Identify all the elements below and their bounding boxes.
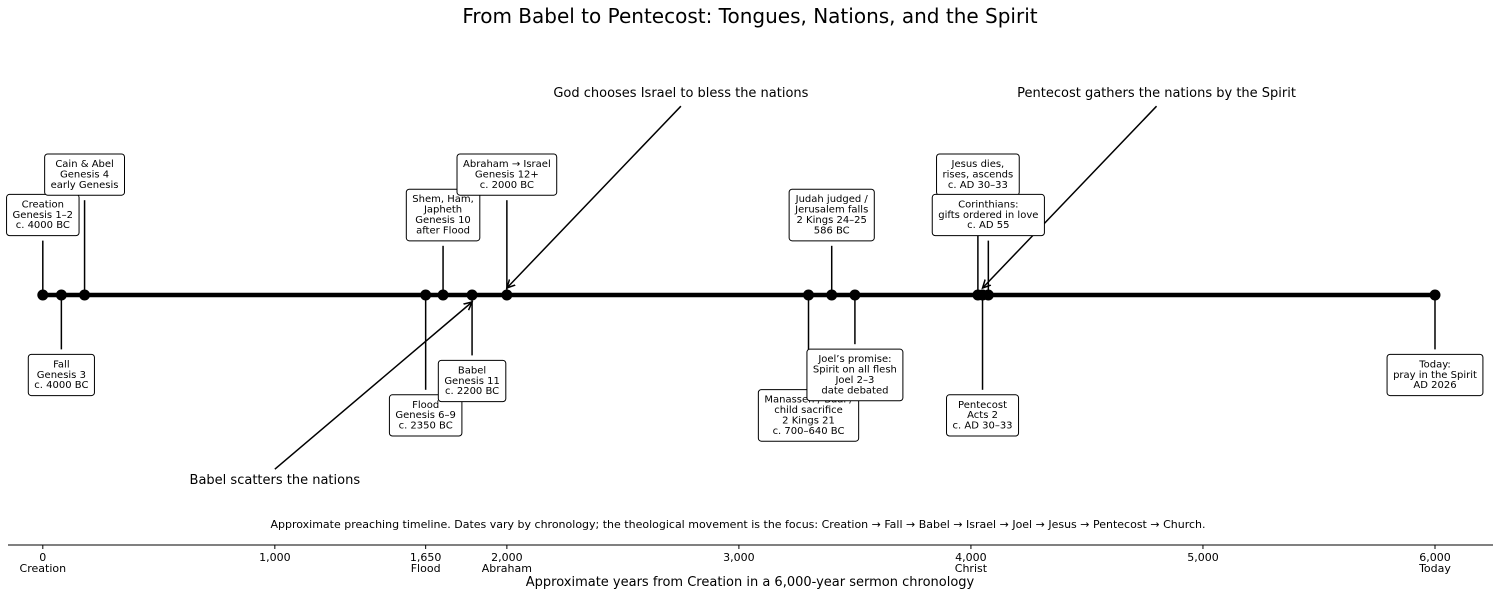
event-label-box — [806, 348, 904, 402]
annotation-texts: Babel scatters the nations God chooses Is… — [190, 86, 1296, 488]
event-marker — [37, 289, 49, 301]
x-tick-label: 1,650 — [410, 551, 442, 564]
event-label-box — [788, 188, 875, 242]
event-marker — [466, 289, 478, 301]
x-tick-label: 2,000 — [491, 551, 523, 564]
x-tick-label: 3,000 — [723, 551, 755, 564]
event-label-box — [946, 394, 1020, 437]
event-marker — [1429, 289, 1441, 301]
annotation-arrow — [983, 105, 1158, 288]
x-tick-sublabel: Abraham — [482, 562, 532, 575]
x-tick-label: 6,000 — [1419, 551, 1451, 564]
x-tick-sublabel: Flood — [411, 562, 441, 575]
event-label-box — [437, 359, 507, 403]
event-marker — [849, 289, 861, 301]
event-label-box — [1386, 353, 1484, 397]
event-label-box — [405, 188, 481, 242]
annotation-arrow — [274, 302, 472, 470]
event-label-box — [6, 193, 80, 237]
event-marker — [803, 289, 815, 301]
event-label-box — [27, 353, 95, 397]
x-tick-sublabel: Christ — [955, 562, 988, 575]
annotation-text: Pentecost gathers the nations by the Spi… — [1017, 86, 1296, 101]
event-markers — [37, 289, 1441, 301]
x-axis-label: Approximate years from Creation in a 6,0… — [526, 575, 975, 590]
annotation-arrow — [507, 105, 682, 288]
event-marker — [420, 289, 432, 301]
x-tick-sublabel: Today — [1418, 562, 1451, 575]
event-marker — [55, 289, 67, 301]
event-marker — [501, 289, 513, 301]
event-marker — [437, 289, 449, 301]
annotation-text: Babel scatters the nations — [190, 473, 361, 488]
event-label-box — [931, 193, 1045, 237]
x-tick-label: 0 — [39, 551, 46, 564]
event-marker — [826, 289, 838, 301]
chart-title: From Babel to Pentecost: Tongues, Nation… — [462, 4, 1037, 28]
x-tick-label: 1,000 — [259, 551, 291, 564]
x-tick-label: 4,000 — [955, 551, 987, 564]
event-label-box — [44, 153, 125, 196]
event-label-box — [456, 153, 558, 196]
chart-caption: Approximate preaching timeline. Dates va… — [270, 518, 1205, 531]
annotation-arrows — [274, 105, 1158, 470]
event-marker — [982, 289, 994, 301]
x-tick-label: 5,000 — [1187, 551, 1219, 564]
x-tick-sublabel: Creation — [20, 562, 67, 575]
event-label-box — [388, 394, 463, 437]
event-marker — [79, 289, 91, 301]
annotation-text: God chooses Israel to bless the nations — [553, 86, 808, 101]
